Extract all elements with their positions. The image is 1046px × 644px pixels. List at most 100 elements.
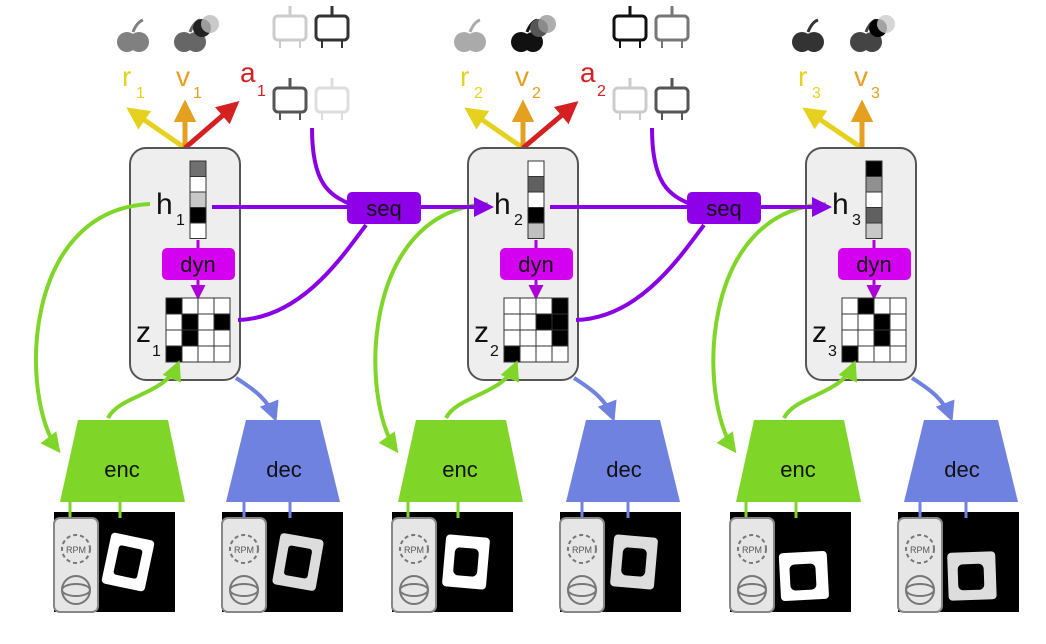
motor-icon bbox=[272, 78, 308, 120]
z-sub: 1 bbox=[152, 343, 161, 360]
z-grid-cell bbox=[181, 297, 199, 315]
h-to-enc-arrow bbox=[711, 202, 827, 454]
svg-text:RPM: RPM bbox=[572, 545, 592, 555]
z-grid-cell bbox=[857, 313, 875, 331]
z2-to-seq bbox=[575, 223, 706, 322]
action2-to-seq bbox=[650, 127, 691, 206]
rpm-gauge-icon: RPM bbox=[905, 534, 935, 564]
camera-frame bbox=[101, 532, 155, 592]
value-label: v bbox=[176, 61, 190, 92]
z-grid-cell bbox=[551, 329, 569, 347]
z-grid bbox=[165, 297, 231, 363]
z-grid-cell bbox=[873, 297, 891, 315]
z-to-dec-arrow bbox=[572, 376, 617, 422]
z-grid-cell bbox=[551, 345, 569, 363]
svg-text:RPM: RPM bbox=[910, 545, 930, 555]
apple-icon bbox=[511, 15, 556, 52]
enc-label: enc bbox=[442, 457, 477, 482]
z-grid-cell bbox=[857, 297, 875, 315]
z-label: z bbox=[136, 316, 151, 349]
reward-arrow bbox=[126, 107, 187, 151]
h-vector-cell bbox=[189, 176, 207, 193]
z-grid-cell bbox=[213, 345, 231, 363]
z-grid-cell bbox=[873, 329, 891, 347]
step-2: r 2 v 2 a 2 h 2 dyn z 2 enc dec RPM bbox=[373, 6, 690, 613]
h-vector-cell bbox=[189, 160, 207, 177]
z-grid-cell bbox=[213, 313, 231, 331]
proprio-card bbox=[221, 517, 267, 613]
h-sub: 3 bbox=[852, 212, 861, 229]
h-vector bbox=[189, 160, 207, 239]
z-sub: 3 bbox=[828, 343, 837, 360]
z-grid-cell bbox=[165, 297, 183, 315]
z1-to-seq bbox=[237, 223, 368, 322]
rpm-gauge-icon: RPM bbox=[399, 534, 429, 564]
z-label: z bbox=[812, 316, 827, 349]
z-grid-cell bbox=[841, 297, 859, 315]
h-vector-cell bbox=[527, 222, 545, 239]
gyroscope-icon bbox=[399, 575, 429, 605]
h-vector bbox=[527, 160, 545, 239]
proprio-card bbox=[897, 517, 943, 613]
action-label: a bbox=[580, 57, 596, 88]
proprio-card bbox=[729, 517, 775, 613]
z-grid-cell bbox=[841, 329, 859, 347]
action1-to-seq bbox=[310, 127, 351, 206]
apple-icon bbox=[117, 18, 149, 52]
dec-label: dec bbox=[266, 457, 301, 482]
z-grid-cell bbox=[181, 329, 199, 347]
seq-box[interactable] bbox=[347, 192, 421, 224]
h-label: h bbox=[832, 188, 849, 221]
camera-frame bbox=[778, 550, 829, 602]
value-sub: 1 bbox=[193, 85, 202, 102]
enc-label: enc bbox=[104, 457, 139, 482]
reconstructed-frame bbox=[610, 534, 658, 590]
dyn-box bbox=[838, 248, 911, 280]
proprio-card bbox=[391, 517, 437, 613]
dyn-label: dyn bbox=[518, 252, 553, 277]
rpm-gauge-icon: RPM bbox=[229, 534, 259, 564]
z-grid-cell bbox=[503, 329, 521, 347]
z-grid-cell bbox=[551, 297, 569, 315]
z-to-dec-arrow bbox=[910, 376, 955, 422]
z-grid-cell bbox=[841, 345, 859, 363]
h-to-enc-arrow bbox=[373, 202, 489, 454]
h-vector-cell bbox=[189, 191, 207, 208]
seq-label: seq bbox=[366, 196, 401, 221]
seq-box[interactable] bbox=[687, 192, 761, 224]
z-grid-cell bbox=[519, 297, 537, 315]
h-sub: 2 bbox=[514, 212, 523, 229]
z-grid bbox=[503, 297, 569, 363]
h-vector bbox=[865, 160, 883, 239]
motor-icon bbox=[314, 6, 350, 48]
dyn-box bbox=[500, 248, 573, 280]
h-vector-cell bbox=[865, 160, 883, 177]
enc-label: enc bbox=[780, 457, 815, 482]
z-grid-cell bbox=[857, 329, 875, 347]
h-label: h bbox=[156, 188, 173, 221]
proprio-card bbox=[53, 517, 99, 613]
value-sub: 3 bbox=[871, 85, 880, 102]
gyroscope-icon bbox=[61, 575, 91, 605]
h-vector-cell bbox=[527, 191, 545, 208]
encoder bbox=[398, 420, 523, 502]
z-grid-cell bbox=[165, 345, 183, 363]
z-grid-cell bbox=[503, 313, 521, 331]
reward-label: r bbox=[460, 61, 469, 92]
z-grid-cell bbox=[889, 345, 907, 363]
motor-icon bbox=[612, 6, 648, 48]
z-grid-cell bbox=[841, 313, 859, 331]
apple-icon bbox=[174, 15, 219, 52]
motor-icon bbox=[314, 78, 350, 120]
dec-label: dec bbox=[944, 457, 979, 482]
z-grid-cell bbox=[197, 345, 215, 363]
z-grid-cell bbox=[197, 297, 215, 315]
encoder bbox=[60, 420, 185, 502]
reward-sub: 1 bbox=[136, 85, 145, 102]
encoder bbox=[736, 420, 861, 502]
h-vector-cell bbox=[527, 207, 545, 224]
proprio-card bbox=[559, 517, 605, 613]
z-grid-cell bbox=[213, 297, 231, 315]
gyroscope-icon bbox=[229, 575, 259, 605]
z-grid-cell bbox=[503, 297, 521, 315]
